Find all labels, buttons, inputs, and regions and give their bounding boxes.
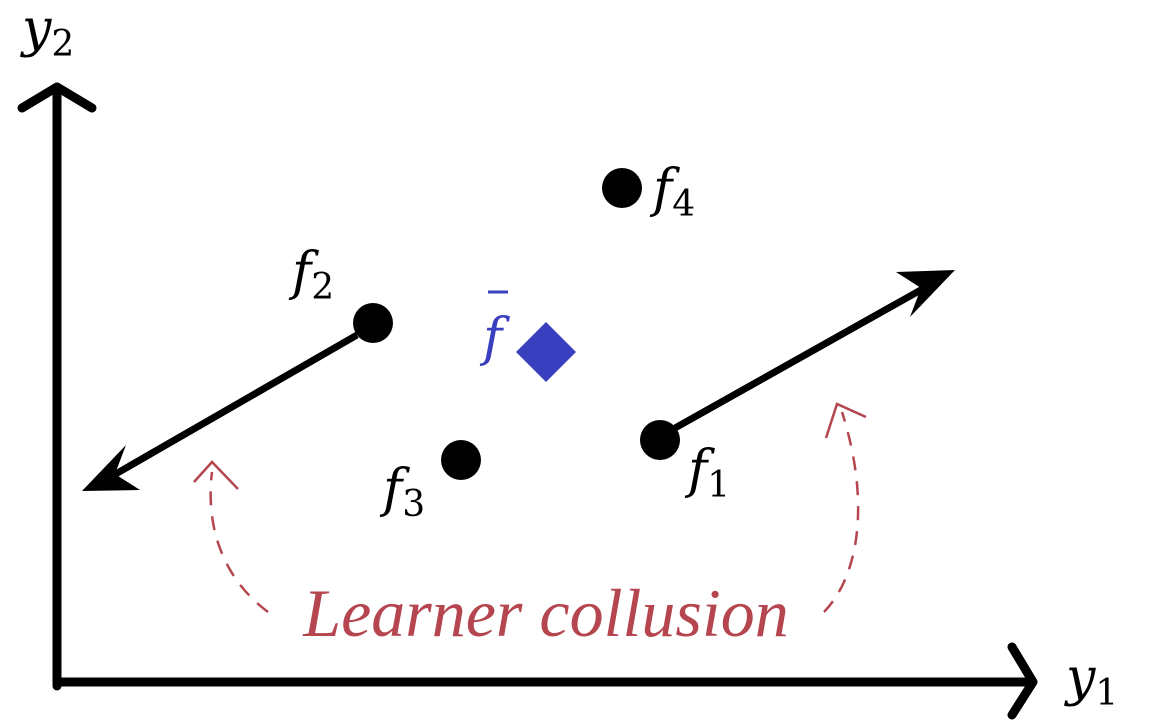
label-f1: f1	[684, 440, 730, 506]
mean-diamond	[516, 322, 576, 382]
ensemble-mean: f	[479, 290, 576, 382]
movement-arrows	[82, 270, 955, 491]
x-axis-label: y1	[1064, 648, 1118, 714]
points	[353, 168, 680, 480]
mean-label: f	[479, 308, 510, 368]
point-f2	[353, 303, 393, 343]
collusion-arc-left	[209, 471, 269, 614]
collusion-label: Learner collusion	[302, 575, 788, 651]
y-axis-arrowhead	[17, 82, 97, 113]
label-f4: f4	[649, 159, 695, 225]
point-f4	[602, 168, 642, 208]
arrow-from-f2-head	[82, 445, 140, 491]
arrow-from-f1-head	[896, 270, 955, 317]
x-axis-arrowhead	[1007, 642, 1038, 720]
axes: y2 y1	[17, 0, 1118, 720]
collusion-arc-right-head	[824, 402, 867, 439]
label-f3: f3	[379, 459, 425, 525]
point-f3	[441, 440, 481, 480]
label-f2: f2	[288, 242, 334, 308]
collusion-annotation: Learner collusion	[193, 402, 867, 651]
point-f1	[640, 420, 680, 460]
collusion-arc-right	[823, 411, 860, 613]
point-labels: f1 f2 f3 f4	[288, 159, 730, 525]
arrow-from-f1	[673, 278, 937, 432]
collusion-arc-left-head	[193, 460, 239, 490]
y-axis-label: y2	[20, 0, 74, 65]
arrow-from-f2	[98, 331, 359, 487]
